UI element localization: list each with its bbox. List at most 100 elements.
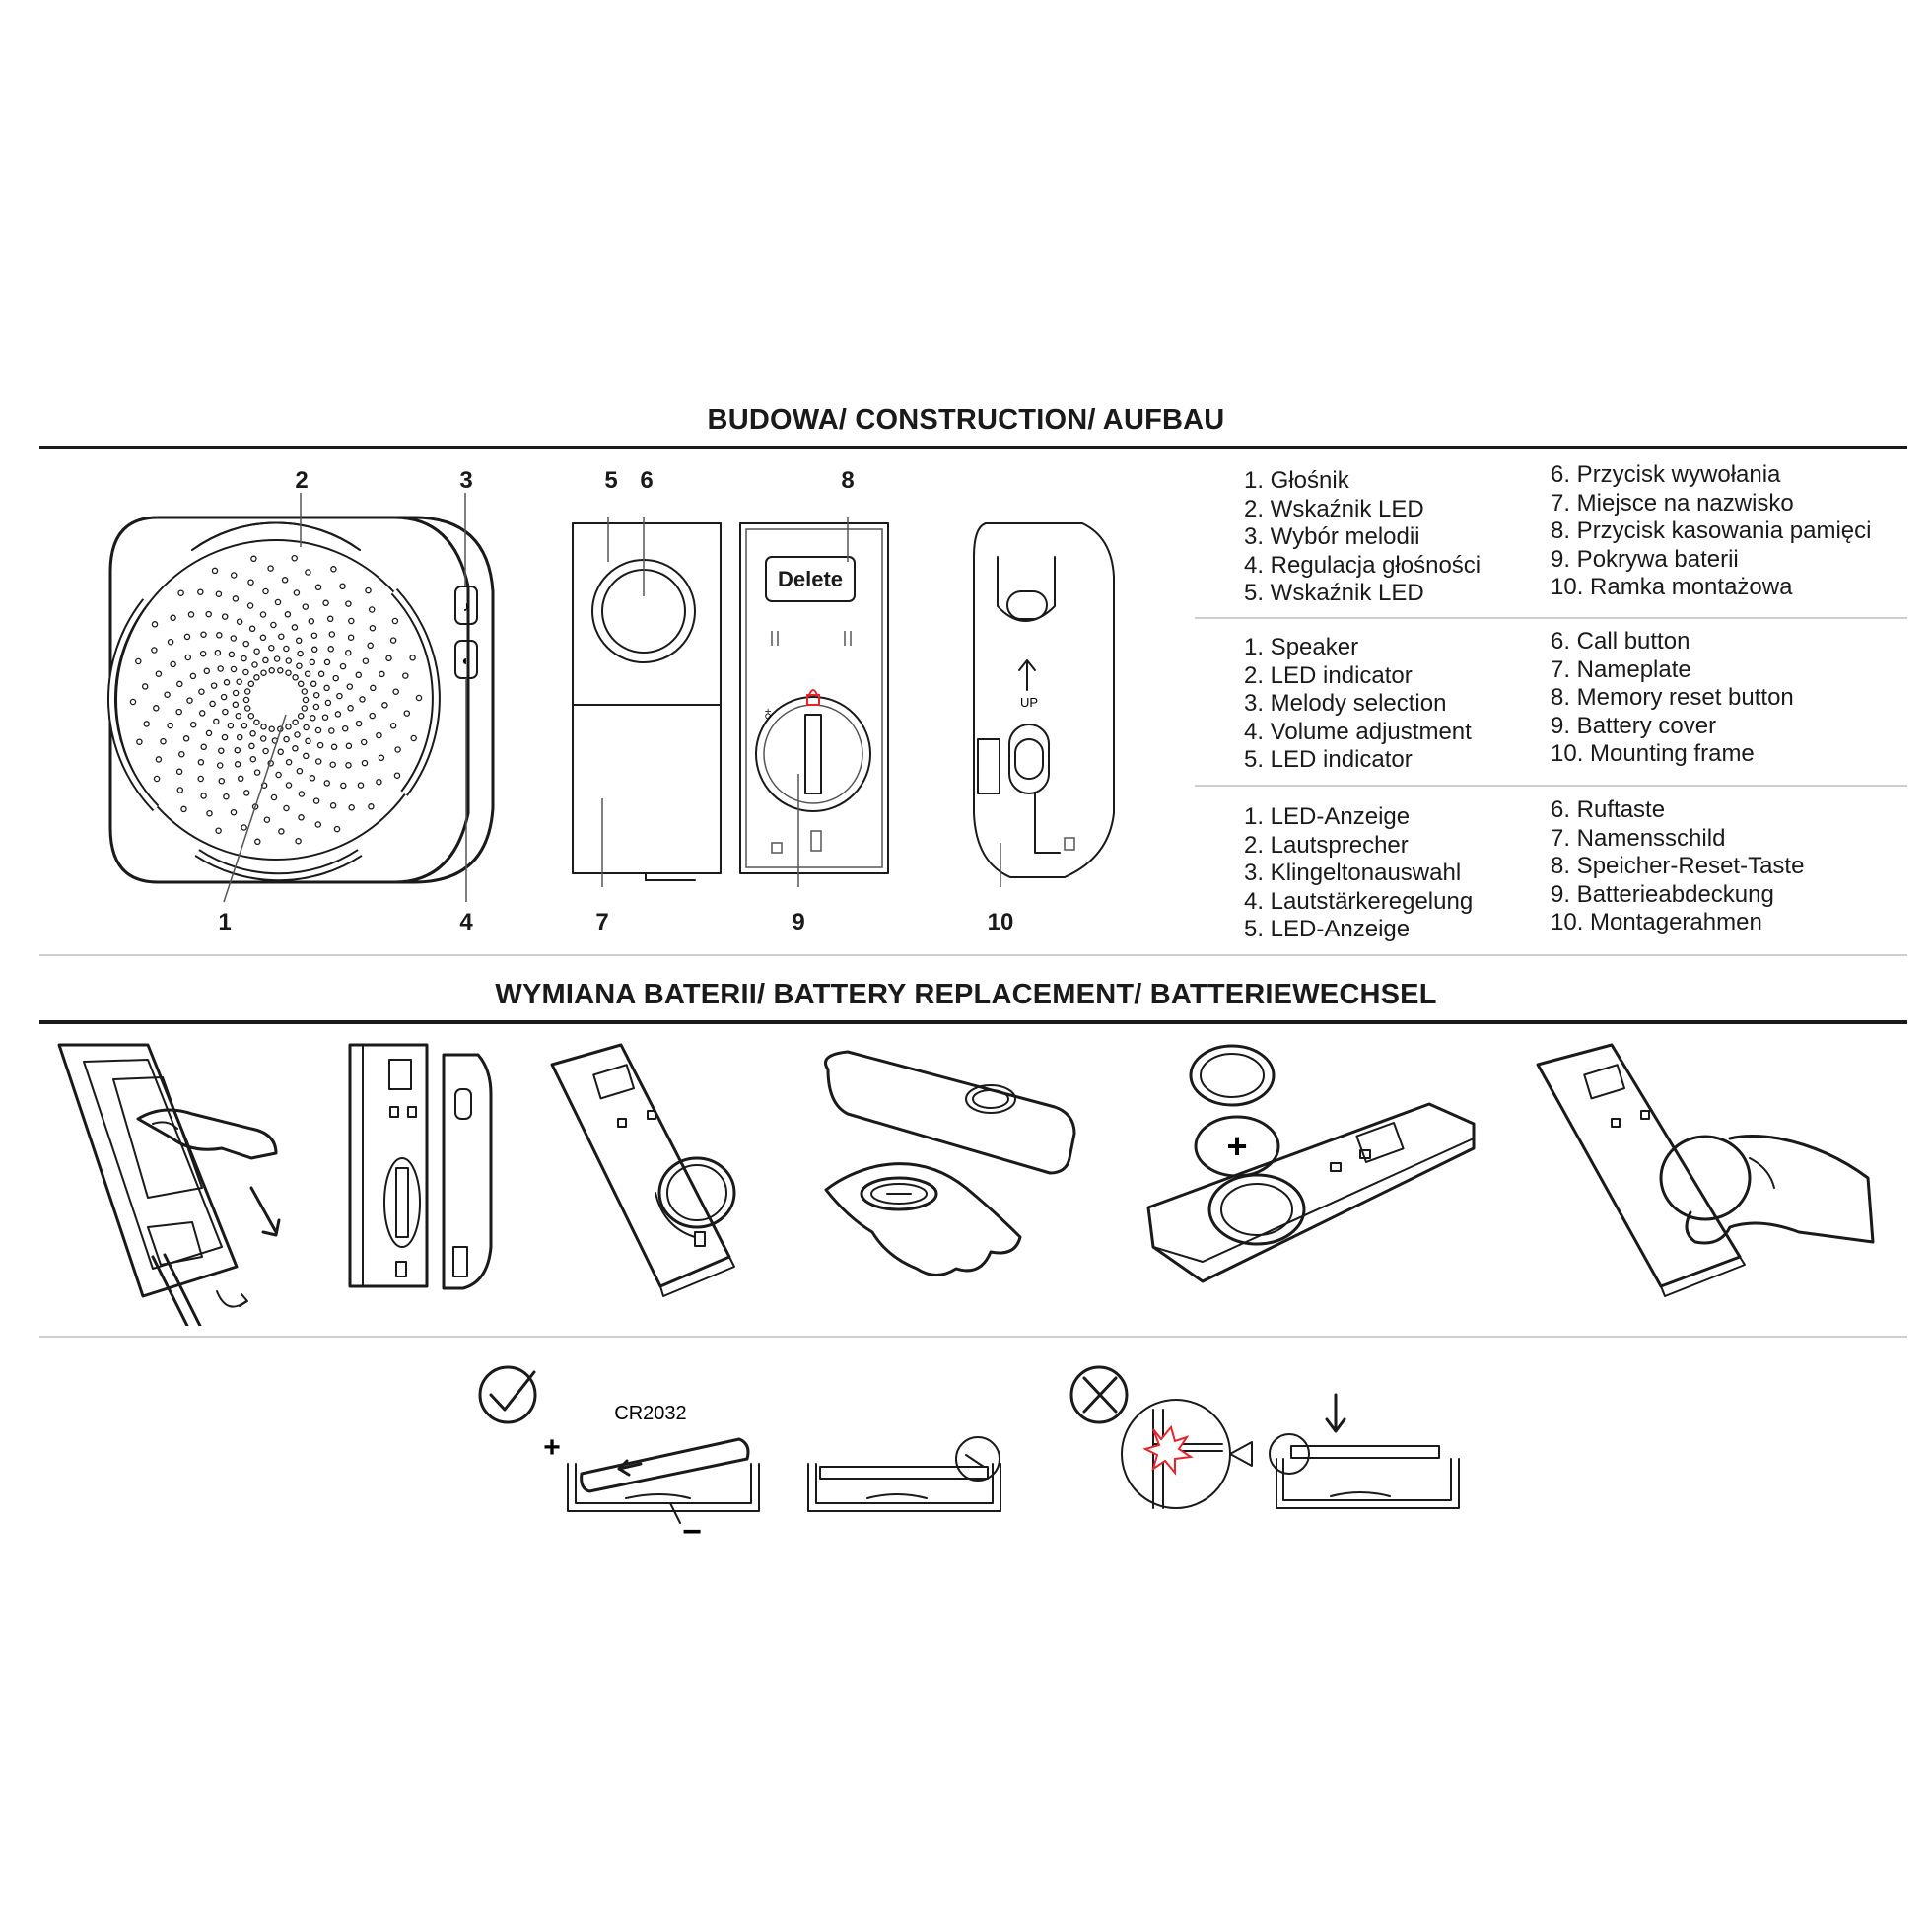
grille-hole bbox=[262, 656, 269, 664]
grille-hole bbox=[234, 761, 242, 768]
legend-item: 9. Battery cover bbox=[1551, 712, 1717, 739]
grille-hole bbox=[317, 670, 325, 678]
grille-hole bbox=[189, 672, 197, 680]
grille-hole bbox=[334, 711, 342, 718]
grille-hole bbox=[230, 808, 238, 816]
grille-hole bbox=[267, 565, 274, 572]
grille-hole bbox=[277, 667, 284, 674]
grille-hole bbox=[223, 793, 230, 800]
battery-title: WYMIANA BATERII/ BATTERY REPLACEMENT/ BA… bbox=[495, 979, 1437, 1010]
grille-hole bbox=[200, 793, 207, 799]
grille-hole bbox=[151, 621, 159, 628]
grille-hole bbox=[339, 662, 347, 670]
legend-divider-2 bbox=[1195, 785, 1907, 787]
legend-en-left: 1. Speaker 2. LED indicator 3. Melody se… bbox=[1244, 634, 1472, 775]
grille-hole bbox=[242, 790, 250, 796]
grille-hole bbox=[305, 569, 311, 576]
grille-hole bbox=[249, 730, 256, 737]
grille-hole bbox=[160, 737, 167, 745]
push-button-back-drawing: Delete ♁ bbox=[739, 518, 889, 887]
callout-3: 3 bbox=[459, 467, 473, 494]
grille-hole bbox=[296, 662, 303, 669]
wrong-insertion-drawing bbox=[1070, 1365, 1460, 1509]
grille-hole bbox=[361, 759, 369, 767]
negative-sign: − bbox=[682, 1513, 702, 1548]
legend-item: 10. Mounting frame bbox=[1551, 740, 1755, 767]
grille-hole bbox=[310, 632, 318, 639]
grille-hole bbox=[260, 724, 267, 730]
legend-item: 1. Speaker bbox=[1244, 634, 1359, 660]
grille-hole bbox=[340, 782, 347, 790]
legend-item: 2. Lautsprecher bbox=[1244, 831, 1409, 859]
grille-hole bbox=[309, 775, 316, 782]
grille-hole bbox=[296, 767, 304, 775]
legend-pl-right: 6. Przycisk wywołania 7. Miejsce na nazw… bbox=[1551, 461, 1871, 602]
legend-item: 4. Lautstärkeregelung bbox=[1244, 887, 1474, 915]
legend-divider-1 bbox=[1195, 617, 1907, 619]
grille-hole bbox=[295, 637, 303, 645]
unlock-icon: ♁ bbox=[761, 703, 776, 724]
correct-insertion-drawing: CR2032 + − bbox=[478, 1365, 1001, 1548]
step-3-drawing bbox=[550, 1043, 736, 1297]
grille-hole bbox=[167, 722, 173, 729]
grille-hole bbox=[310, 646, 318, 654]
push-button-front-drawing bbox=[572, 518, 722, 887]
grille-hole bbox=[242, 696, 250, 704]
grille-hole bbox=[243, 688, 251, 695]
grille-hole bbox=[189, 721, 197, 728]
grille-hole bbox=[326, 615, 334, 623]
grille-hole bbox=[330, 566, 337, 573]
grille-hole bbox=[198, 688, 205, 695]
grille-hole bbox=[389, 723, 397, 729]
grille-hole bbox=[167, 638, 174, 646]
legend-item: 10. Ramka montażowa bbox=[1551, 574, 1793, 600]
grille-hole bbox=[347, 705, 354, 712]
grille-hole bbox=[327, 646, 334, 653]
grille-hole bbox=[253, 769, 261, 776]
grille-hole bbox=[278, 633, 285, 640]
legend-de-left: 1. LED-Anzeige 2. Lautsprecher 3. Klinge… bbox=[1244, 803, 1473, 944]
legend-item: 3. Klingeltonauswahl bbox=[1244, 860, 1462, 886]
grille-hole bbox=[347, 634, 355, 641]
callout-4: 4 bbox=[459, 909, 473, 935]
grille-hole bbox=[303, 752, 310, 760]
legend-item: 1. Głośnik bbox=[1244, 467, 1349, 494]
grille-hole bbox=[221, 613, 229, 620]
grille-hole bbox=[385, 655, 392, 662]
grille-hole bbox=[292, 745, 299, 752]
grille-hole bbox=[316, 741, 324, 749]
grille-hole bbox=[345, 649, 352, 656]
grille-hole bbox=[175, 708, 182, 716]
grille-hole bbox=[298, 814, 305, 821]
grille-hole bbox=[402, 672, 409, 679]
grille-hole bbox=[180, 805, 187, 813]
step-1-drawing bbox=[57, 1043, 281, 1326]
legend-item: 7. Miejsce na nazwisko bbox=[1551, 489, 1794, 517]
grille-hole bbox=[345, 762, 352, 769]
grille-hole bbox=[222, 708, 229, 716]
legend-item: 3. Wybór melodii bbox=[1244, 523, 1420, 550]
grille-hole bbox=[246, 602, 254, 609]
grille-hole bbox=[187, 611, 195, 618]
grille-hole bbox=[355, 720, 363, 727]
grille-hole bbox=[182, 735, 190, 742]
grille-hole bbox=[291, 624, 299, 631]
grille-hole bbox=[367, 642, 374, 650]
grille-hole bbox=[249, 755, 257, 763]
grille-hole bbox=[323, 658, 331, 666]
grille-hole bbox=[303, 724, 310, 731]
grille-hole bbox=[292, 719, 299, 725]
grille-hole bbox=[243, 705, 251, 712]
grille-hole bbox=[312, 797, 320, 804]
grille-hole bbox=[251, 661, 258, 668]
grille-hole bbox=[295, 837, 302, 845]
grille-hole bbox=[236, 678, 242, 685]
grille-hole bbox=[389, 637, 397, 644]
grille-hole bbox=[198, 710, 206, 717]
grille-hole bbox=[360, 738, 368, 746]
grille-hole bbox=[310, 680, 317, 688]
grille-hole bbox=[242, 640, 249, 648]
grille-hole bbox=[281, 577, 289, 584]
grille-hole bbox=[262, 587, 269, 595]
legend-item: 7. Namensschild bbox=[1551, 824, 1726, 852]
